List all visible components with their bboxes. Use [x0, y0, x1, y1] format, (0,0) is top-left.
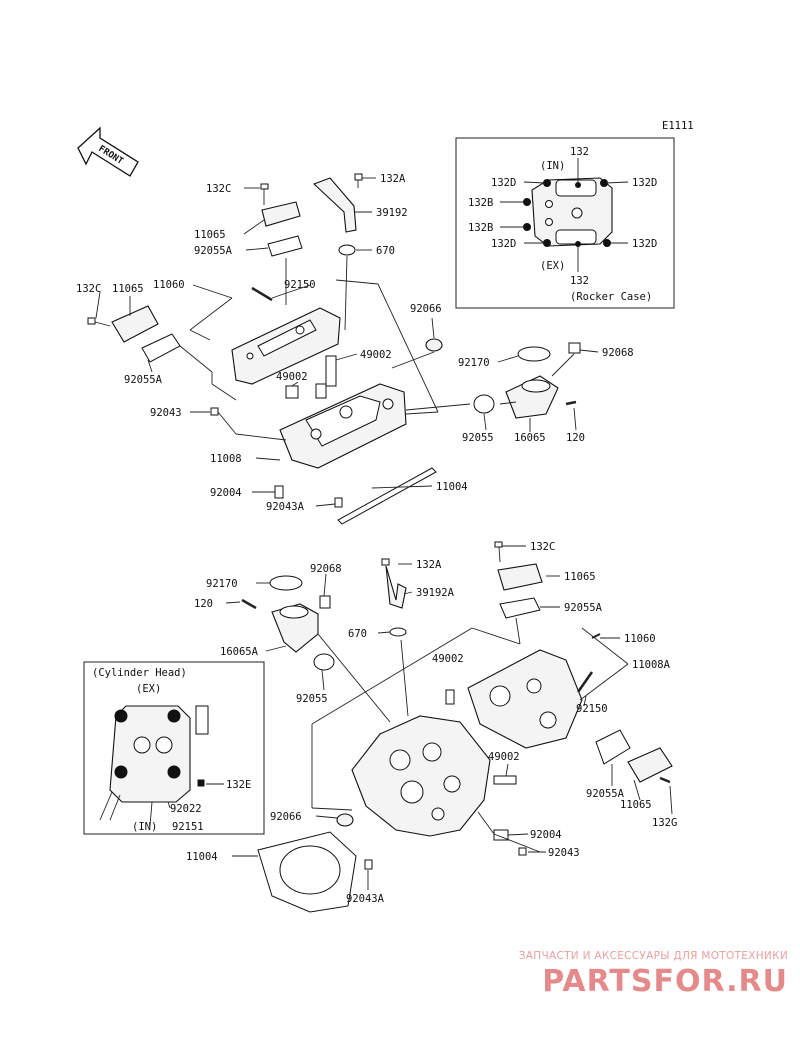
top-label-39192: 39192	[376, 207, 408, 219]
bottom-label-92004: 92004	[530, 829, 562, 841]
head-label-132e: 132E	[226, 779, 251, 791]
bottom-label-132g: 132G	[652, 817, 677, 829]
bottom-label-92150: 92150	[576, 703, 608, 715]
bottom-label-11008a: 11008A	[632, 659, 671, 671]
bottom-label-16065a: 16065A	[220, 646, 259, 658]
top-label-670: 670	[376, 245, 395, 257]
bottom-label-92170: 92170	[206, 578, 238, 590]
watermark: ЗАПЧАСТИ И АКСЕССУАРЫ ДЛЯ МОТОТЕХНИКИ PA…	[488, 950, 788, 999]
rocker-label-132d-3: 132D	[491, 238, 516, 250]
bottom-label-120: 120	[194, 598, 213, 610]
rocker-case-inset: 132 (IN) 132D 132D 132B 132B 132D 132D (…	[455, 137, 675, 309]
top-label-11008: 11008	[210, 453, 242, 465]
bottom-label-49002-b: 49002	[488, 751, 520, 763]
watermark-logo: PARTSFOR.RU	[542, 964, 788, 999]
top-label-92004: 92004	[210, 487, 242, 499]
top-label-11065-left: 11065	[112, 283, 144, 295]
head-in-label: (IN)	[132, 821, 157, 833]
rocker-label-132b-2: 132B	[468, 222, 493, 234]
rocker-label-132-ex: 132	[570, 275, 589, 287]
top-label-120: 120	[566, 432, 585, 444]
top-label-11004: 11004	[436, 481, 468, 493]
top-assembly: 132C 132A 39192 11065 92055A 670 11060 9…	[76, 173, 634, 525]
top-label-92170: 92170	[458, 357, 490, 369]
rocker-label-132-in: 132	[570, 146, 589, 158]
rocker-inset-title: (Rocker Case)	[570, 291, 652, 303]
top-label-92068: 92068	[602, 347, 634, 359]
head-label-92151: 92151	[172, 821, 204, 833]
bottom-label-11060: 11060	[624, 633, 656, 645]
rocker-label-132d-4: 132D	[632, 238, 657, 250]
bottom-label-92055: 92055	[296, 693, 328, 705]
rocker-label-132d-1: 132D	[491, 177, 516, 189]
bottom-label-92043: 92043	[548, 847, 580, 859]
bottom-label-49002-a: 49002	[432, 653, 464, 665]
top-label-49002-b: 49002	[276, 371, 308, 383]
top-label-16065: 16065	[514, 432, 546, 444]
rocker-in-label: (IN)	[540, 160, 565, 172]
top-label-92150: 92150	[284, 279, 316, 291]
front-arrow-icon: FRONT	[77, 126, 139, 177]
head-ex-label: (EX)	[136, 683, 161, 695]
top-label-132c-left: 132C	[76, 283, 101, 295]
top-label-92055: 92055	[462, 432, 494, 444]
top-label-92043: 92043	[150, 407, 182, 419]
bottom-label-92066: 92066	[270, 811, 302, 823]
bottom-label-92068: 92068	[310, 563, 342, 575]
top-label-11065: 11065	[194, 229, 226, 241]
bottom-label-11065-right: 11065	[620, 799, 652, 811]
top-label-92066: 92066	[410, 303, 442, 315]
bottom-assembly: (Cylinder Head) (EX) 132E 92022 (IN) 921…	[83, 541, 677, 913]
head-label-92022: 92022	[170, 803, 202, 815]
top-label-132a: 132A	[380, 173, 406, 185]
bottom-label-39192a: 39192A	[416, 587, 455, 599]
bottom-label-132a: 132A	[416, 559, 442, 571]
bottom-label-132c: 132C	[530, 541, 555, 553]
rocker-label-132b-1: 132B	[468, 197, 493, 209]
watermark-tagline: ЗАПЧАСТИ И АКСЕССУАРЫ ДЛЯ МОТОТЕХНИКИ	[518, 950, 788, 962]
head-inset-title: (Cylinder Head)	[92, 667, 187, 679]
top-label-49002-a: 49002	[360, 349, 392, 361]
bottom-label-92043a: 92043A	[346, 893, 385, 905]
bottom-label-670: 670	[348, 628, 367, 640]
bottom-label-11065: 11065	[564, 571, 596, 583]
top-label-92055a: 92055A	[194, 245, 233, 257]
top-label-92043a: 92043A	[266, 501, 305, 513]
top-label-92055a-left: 92055A	[124, 374, 163, 386]
bottom-label-92055a-right: 92055A	[586, 788, 625, 800]
bottom-label-92055a: 92055A	[564, 602, 603, 614]
bottom-label-11004: 11004	[186, 851, 218, 863]
top-label-132c: 132C	[206, 183, 231, 195]
rocker-label-132d-2: 132D	[632, 177, 657, 189]
rocker-ex-label: (EX)	[540, 260, 565, 272]
top-label-11060: 11060	[153, 279, 185, 291]
diagram-code: E1111	[662, 120, 694, 132]
